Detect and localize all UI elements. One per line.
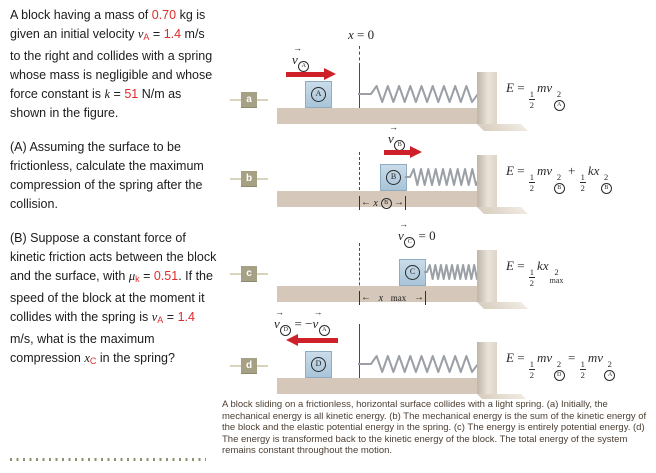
velocity-arrow-right-icon xyxy=(384,146,422,159)
wall-c-shadow xyxy=(477,302,528,309)
reference-line-a-dashed xyxy=(359,46,360,66)
block-b-letter: B xyxy=(386,170,401,185)
floor-d xyxy=(277,378,478,394)
problem-paragraph-part-b: (B) Suppose a constant force of kinetic … xyxy=(10,231,217,366)
spring-a xyxy=(358,85,478,103)
floor-a xyxy=(277,108,478,124)
spring-anchor-line-d xyxy=(359,324,360,378)
block-c-letter: C xyxy=(405,265,420,280)
problem-paragraph-intro: A block having a mass of 0.70 kg is give… xyxy=(10,8,213,120)
reference-line-b-dashed xyxy=(359,152,360,210)
wall-c xyxy=(477,250,497,302)
wall-d xyxy=(477,342,497,394)
arrow-head xyxy=(324,68,336,80)
wall-a xyxy=(477,72,497,124)
dotted-separator xyxy=(10,458,206,461)
block-c: C xyxy=(399,259,426,286)
velocity-arrow-left-icon xyxy=(286,334,338,347)
panel-a-label: a xyxy=(241,92,257,108)
arrow-head xyxy=(286,334,298,346)
floor-b xyxy=(277,191,478,207)
problem-paragraph-part-a: (A) Assuming the surface to be frictionl… xyxy=(10,140,204,211)
arrow-shaft xyxy=(297,338,338,343)
wall-a-shadow xyxy=(477,124,528,131)
arrow-head xyxy=(410,146,422,158)
floor-c xyxy=(277,286,478,302)
figure-caption: A block sliding on a frictionless, horiz… xyxy=(222,399,647,456)
block-d-letter: D xyxy=(311,357,326,372)
vector-arrow-icon: → xyxy=(389,122,398,132)
panel-b-label: b xyxy=(241,171,257,187)
vector-arrow-icon: → xyxy=(275,307,284,317)
block-b: B xyxy=(380,164,407,191)
problem-text: A block having a mass of 0.70 kg is give… xyxy=(10,6,218,386)
spring-anchor-line-a xyxy=(359,66,360,108)
reference-line-c-dashed xyxy=(359,243,360,305)
block-d: D xyxy=(305,351,332,378)
panel-d-label: d xyxy=(241,358,257,374)
wall-b xyxy=(477,155,497,207)
vector-arrow-icon: → xyxy=(293,43,302,53)
block-a-letter: A xyxy=(311,87,326,102)
velocity-arrow-right-icon xyxy=(286,68,336,81)
spring-c-fully-compressed xyxy=(424,264,480,280)
spring-b-compressed xyxy=(405,168,480,186)
spring-d xyxy=(358,355,478,373)
wall-b-shadow xyxy=(477,207,528,214)
block-a: A xyxy=(305,81,332,108)
vector-arrow-icon: → xyxy=(313,307,323,317)
x-equals-zero-label: x = 0 xyxy=(348,27,375,42)
arrow-shaft xyxy=(384,150,411,155)
panel-c-label: c xyxy=(241,266,257,282)
arrow-shaft xyxy=(286,72,325,77)
vector-arrow-icon: → xyxy=(399,219,408,229)
